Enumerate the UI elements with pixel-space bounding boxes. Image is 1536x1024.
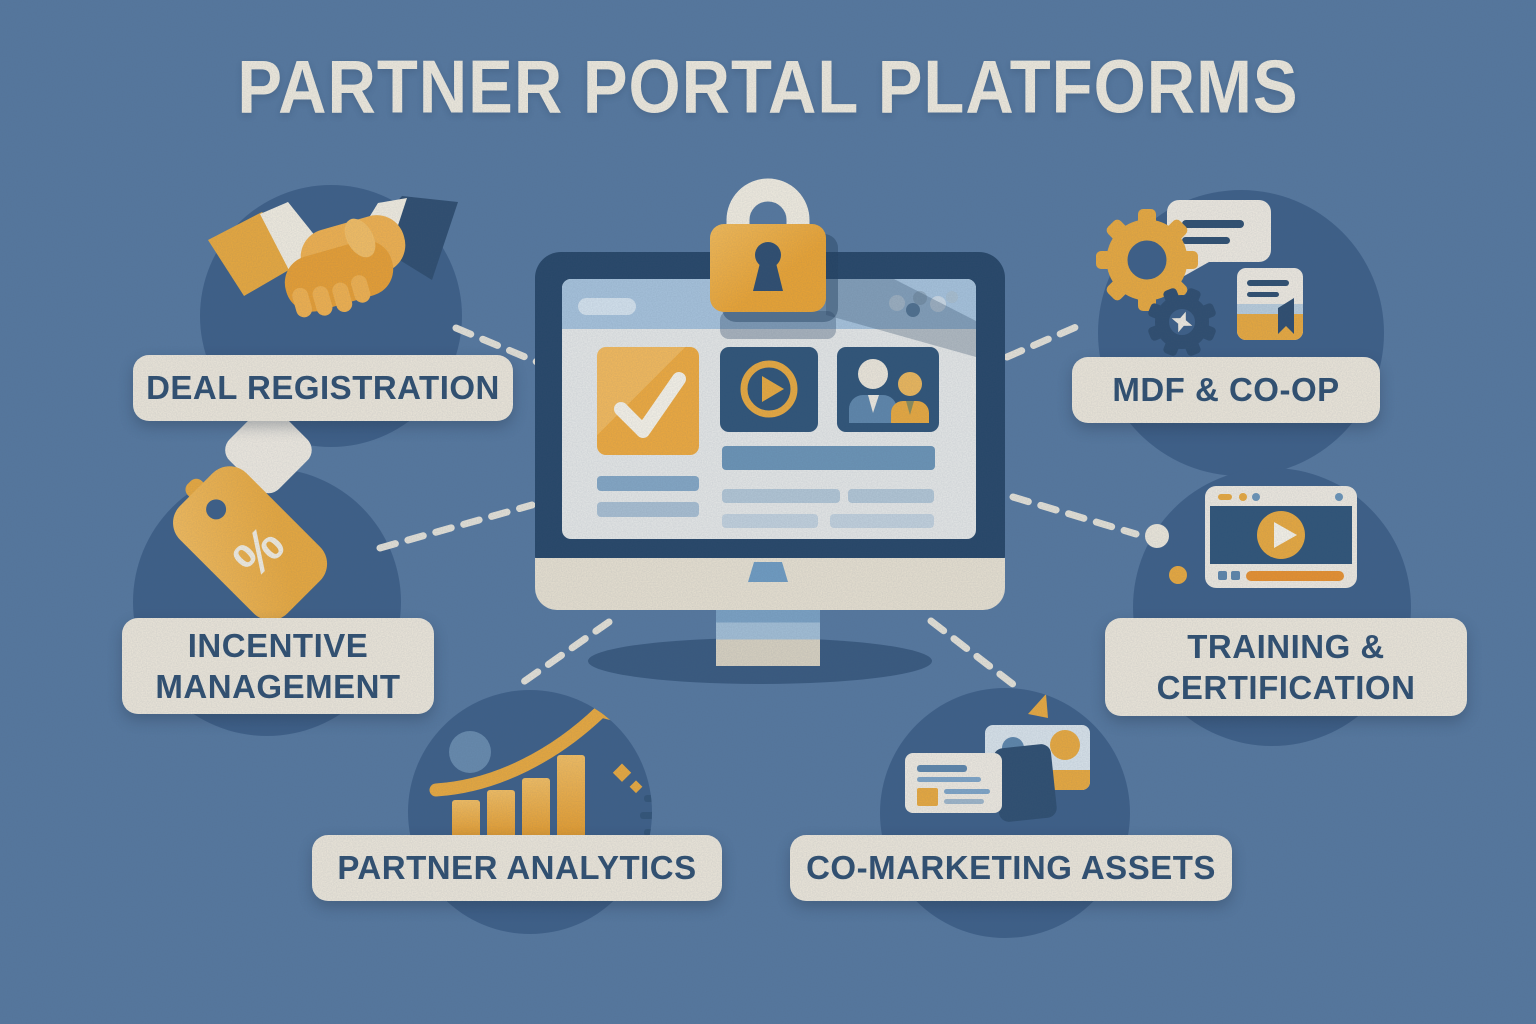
text-bar: [722, 514, 818, 528]
bar-3: [522, 778, 550, 838]
section-bar: [722, 446, 935, 470]
label-training-certification: TRAINING & CERTIFICATION: [1105, 618, 1467, 716]
decor-dot: [449, 731, 491, 773]
bar-2: [487, 790, 515, 838]
text-bar: [597, 476, 699, 491]
label-text: DEAL REGISTRATION: [146, 369, 500, 407]
gears-documents-icon: [1096, 200, 1303, 356]
invoice-card: [1237, 268, 1303, 340]
checkmark-card: [597, 347, 699, 455]
progress-bar: [1246, 571, 1344, 581]
connector-monitor-mdf: [1003, 320, 1087, 361]
text-bar: [848, 489, 934, 503]
page-title: PARTNER PORTAL PLATFORMS: [237, 45, 1299, 130]
decor-dot: [1145, 524, 1169, 548]
partners-people-card: [837, 347, 939, 432]
label-text: MDF & CO-OP: [1112, 371, 1340, 409]
label-text: CO-MARKETING ASSETS: [806, 849, 1216, 887]
video-play-card: [720, 347, 818, 432]
connector-monitor-comarketing: [927, 617, 1018, 689]
video-player-icon: [1145, 486, 1357, 588]
bar-4: [557, 755, 585, 838]
partners-icon: [849, 359, 929, 423]
business-card: [905, 753, 1002, 813]
folder: [993, 744, 1057, 822]
label-co-marketing-assets: CO-MARKETING ASSETS: [790, 835, 1232, 901]
padlock-icon: [710, 178, 838, 322]
checkmark-icon: [614, 372, 686, 438]
label-text: INCENTIVE MANAGEMENT: [155, 626, 401, 705]
handshake-icon: [208, 196, 458, 318]
sparkle: [612, 763, 632, 782]
decor-dot: [1169, 566, 1187, 584]
bar-1: [452, 800, 480, 838]
label-incentive-management: INCENTIVE MANAGEMENT: [122, 618, 434, 714]
label-mdf-coop: MDF & CO-OP: [1072, 357, 1380, 423]
label-text: PARTNER ANALYTICS: [337, 849, 697, 887]
flag-decor: [1028, 694, 1048, 718]
text-bar: [597, 502, 699, 517]
monitor-stand-mount: [748, 562, 788, 582]
label-partner-analytics: PARTNER ANALYTICS: [312, 835, 722, 901]
connector-incentive-monitor: [376, 501, 536, 552]
text-bar: [830, 514, 934, 528]
play-icon: [740, 360, 798, 418]
sparkle: [629, 780, 643, 794]
label-deal-registration: DEAL REGISTRATION: [133, 355, 513, 421]
text-bar: [722, 489, 840, 503]
label-text: TRAINING & CERTIFICATION: [1156, 627, 1416, 706]
connector-monitor-training: [1009, 493, 1140, 538]
